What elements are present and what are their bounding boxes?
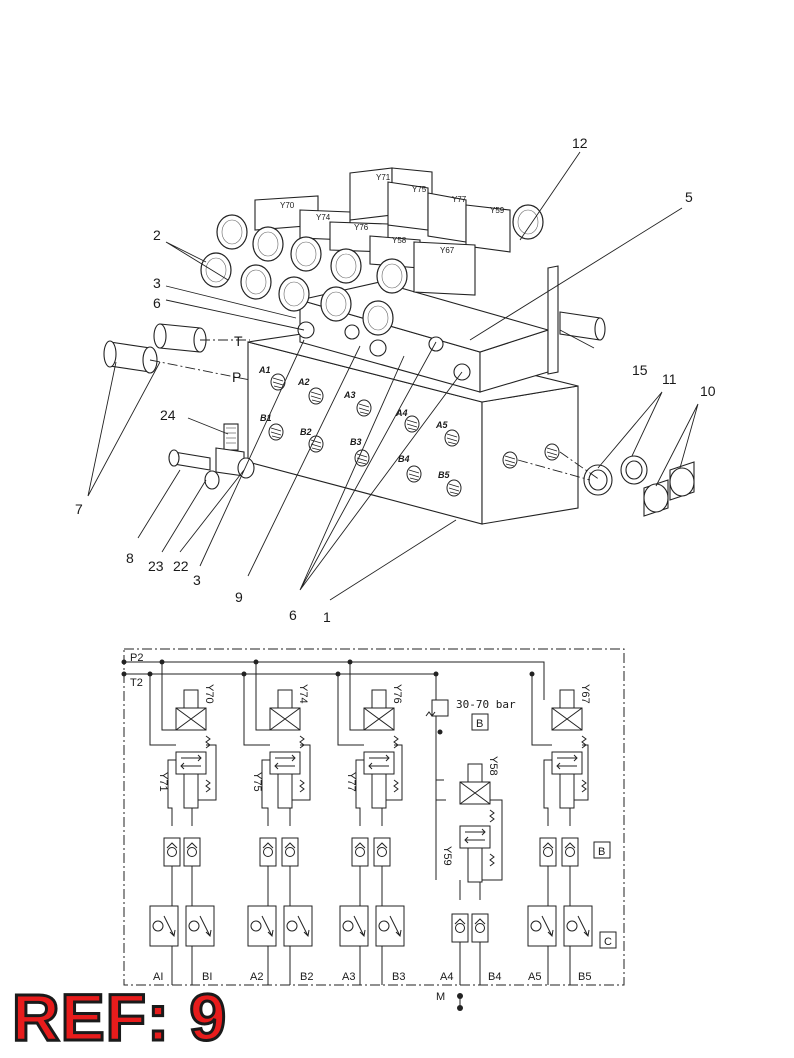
callout-12: 12 bbox=[572, 135, 588, 151]
callout-1: 1 bbox=[323, 609, 331, 625]
coil-y75: Y75 bbox=[251, 772, 263, 792]
coil-y70: Y70 bbox=[203, 684, 215, 704]
tag-y58: Y58 bbox=[392, 236, 407, 245]
callout-6: 6 bbox=[153, 295, 161, 311]
coil-y74: Y74 bbox=[297, 684, 309, 704]
port-a2-s: A2 bbox=[250, 971, 263, 983]
pressure-setting: 30-70 bar bbox=[456, 698, 516, 711]
callout-3b: 3 bbox=[193, 572, 201, 588]
port-a3-s: A3 bbox=[342, 971, 355, 983]
gauge-tee-fitting bbox=[168, 423, 255, 490]
port-b5-s: B5 bbox=[578, 971, 591, 983]
exploded-view bbox=[87, 151, 699, 601]
port-a4: A4 bbox=[395, 408, 408, 418]
tag-y77: Y77 bbox=[452, 195, 467, 204]
exploded-text: Y71 Y75 Y77 Y59 Y70 Y74 Y76 Y58 Y67 A1 A… bbox=[75, 135, 716, 625]
coil-y59: Y59 bbox=[441, 846, 453, 866]
callout-22: 22 bbox=[173, 558, 189, 574]
port-b2-s: B2 bbox=[300, 971, 313, 983]
callout-15: 15 bbox=[632, 362, 648, 378]
port-a1: A1 bbox=[258, 365, 271, 375]
port-b4: B4 bbox=[398, 454, 410, 464]
port-b1: B1 bbox=[260, 413, 272, 423]
callout-11: 11 bbox=[662, 371, 677, 387]
port-a5-s: A5 bbox=[528, 971, 541, 983]
callout-2: 2 bbox=[153, 227, 161, 243]
port-b5: B5 bbox=[438, 470, 450, 480]
tag-y76: Y76 bbox=[354, 223, 369, 232]
box-b-1: B bbox=[476, 718, 483, 730]
port-bi: BI bbox=[202, 971, 212, 983]
tag-y71: Y71 bbox=[376, 173, 391, 182]
hydraulic-schematic bbox=[123, 648, 625, 1008]
port-b3-s: B3 bbox=[392, 971, 405, 983]
reference-label: REF: 9 bbox=[10, 980, 228, 1054]
port-ai: AI bbox=[153, 971, 163, 983]
coil-y76: Y76 bbox=[391, 684, 403, 704]
callout-7: 7 bbox=[75, 501, 83, 517]
callout-3: 3 bbox=[153, 275, 161, 291]
callout-24: 24 bbox=[160, 407, 176, 423]
port-a4-s: A4 bbox=[440, 971, 453, 983]
box-c: C bbox=[604, 936, 612, 948]
port-a3: A3 bbox=[343, 390, 356, 400]
callout-9: 9 bbox=[235, 589, 243, 605]
port-b3: B3 bbox=[350, 437, 362, 447]
coil-y67: Y67 bbox=[579, 684, 591, 704]
schematic-text: P2 T2 Y70 Y71 Y74 Y75 Y76 Y77 Y58 Y59 Y6… bbox=[130, 652, 612, 1003]
line-p2: P2 bbox=[130, 652, 143, 664]
fitting-p bbox=[103, 340, 158, 374]
callout-5: 5 bbox=[685, 189, 693, 205]
coil-y58: Y58 bbox=[487, 756, 499, 776]
port-a5: A5 bbox=[435, 420, 448, 430]
port-b2: B2 bbox=[300, 427, 312, 437]
coil-y71: Y71 bbox=[157, 772, 169, 792]
schematic-components bbox=[121, 659, 617, 1011]
tag-y59: Y59 bbox=[490, 206, 505, 215]
port-a2: A2 bbox=[297, 377, 310, 387]
tag-y67: Y67 bbox=[440, 246, 455, 255]
line-t: T bbox=[234, 333, 243, 349]
callout-8: 8 bbox=[126, 550, 134, 566]
line-p: P bbox=[232, 369, 241, 385]
coil-y77: Y77 bbox=[345, 772, 357, 792]
gauge-port-m: M bbox=[436, 991, 445, 1003]
tag-y75: Y75 bbox=[412, 185, 427, 194]
callout-10: 10 bbox=[700, 383, 716, 399]
line-t2: T2 bbox=[130, 677, 143, 689]
fitting-t bbox=[153, 323, 207, 353]
callout-23: 23 bbox=[148, 558, 164, 574]
callout-6b: 6 bbox=[289, 607, 297, 623]
box-b-2: B bbox=[598, 846, 605, 858]
port-b4-s: B4 bbox=[488, 971, 501, 983]
tag-y74: Y74 bbox=[316, 213, 331, 222]
tag-y70: Y70 bbox=[280, 201, 295, 210]
